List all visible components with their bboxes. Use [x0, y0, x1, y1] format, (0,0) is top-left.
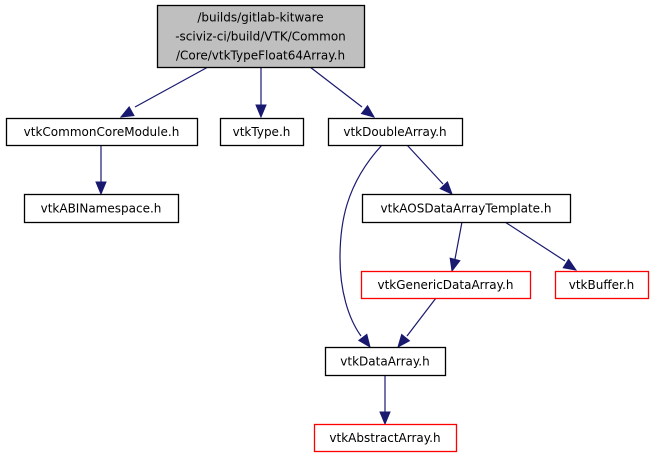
node-vtkAbstractArray[interactable]: vtkAbstractArray.h: [313, 423, 458, 453]
node-box: [360, 270, 532, 300]
node-label: -sciviz-ci/build/VTK/Common: [175, 30, 346, 44]
node-vtkCommonCoreModule[interactable]: vtkCommonCoreModule.h: [5, 117, 199, 147]
arrowhead-icon: [397, 333, 411, 349]
node-label: vtkAOSDataArrayTemplate.h: [381, 202, 552, 216]
node-label: vtkDataArray.h: [340, 355, 429, 369]
edge-vtkAOSDataArrayTemplate-to-vtkGenericDataArray: [449, 221, 463, 273]
node-label: vtkCommonCoreModule.h: [24, 125, 180, 139]
node-box: [5, 117, 199, 147]
arrowhead-icon: [449, 257, 461, 273]
node-label: vtkGenericDataArray.h: [378, 278, 514, 292]
edge-line: [454, 221, 463, 260]
node-box: [156, 4, 366, 69]
edge-line: [134, 66, 209, 108]
edge-root-to-vtkType: [255, 67, 267, 119]
node-vtkAOSDataArrayTemplate[interactable]: vtkAOSDataArrayTemplate.h: [361, 193, 572, 224]
arrowhead-icon: [360, 104, 376, 118]
node-label: vtkType.h: [233, 125, 291, 139]
arrowhead-icon: [255, 104, 267, 119]
node-box: [554, 270, 650, 300]
arrowhead-icon: [119, 105, 135, 118]
node-vtkType[interactable]: vtkType.h: [219, 117, 305, 147]
node-box: [324, 346, 447, 377]
node-root: /builds/gitlab-kitware -sciviz-ci/build/V…: [156, 4, 366, 69]
arrowhead-icon: [379, 411, 391, 426]
arrowhead-icon: [439, 180, 453, 195]
edge-vtkDoubleArray-to-vtkAOSDataArrayTemplate: [406, 144, 453, 195]
node-label: vtkBuffer.h: [569, 278, 635, 292]
node-box: [313, 423, 458, 453]
node-label: vtkDoubleArray.h: [343, 125, 446, 139]
node-label: /builds/gitlab-kitware: [197, 11, 323, 25]
node-label: /Core/vtkTypeFloat64Array.h: [176, 49, 345, 63]
edge-vtkAOSDataArrayTemplate-to-vtkBuffer: [504, 221, 578, 271]
edge-line: [406, 297, 437, 337]
edge-vtkGenericDataArray-to-vtkDataArray: [397, 297, 437, 349]
node-label: vtkAbstractArray.h: [329, 431, 440, 445]
node-box: [23, 193, 180, 224]
edge-vtkCommonCoreModule-to-vtkABINamespace: [95, 145, 107, 196]
edge-root-to-vtkDoubleArray: [309, 66, 376, 118]
arrowhead-icon: [357, 333, 371, 349]
node-vtkGenericDataArray[interactable]: vtkGenericDataArray.h: [360, 270, 532, 300]
nodes-layer: /builds/gitlab-kitware -sciviz-ci/build/V…: [5, 4, 650, 453]
edge-line: [309, 66, 363, 108]
node-label: vtkABINamespace.h: [41, 202, 162, 216]
node-vtkDoubleArray[interactable]: vtkDoubleArray.h: [327, 117, 464, 147]
node-vtkABINamespace[interactable]: vtkABINamespace.h: [23, 193, 180, 224]
edges-layer: [95, 66, 578, 426]
node-box: [327, 117, 464, 147]
edge-root-to-vtkCommonCoreModule: [119, 66, 209, 118]
node-vtkDataArray[interactable]: vtkDataArray.h: [324, 346, 447, 377]
node-box: [219, 117, 305, 147]
arrowhead-icon: [95, 181, 107, 196]
arrowhead-icon: [562, 258, 578, 271]
node-box: [361, 193, 572, 224]
edge-line: [406, 144, 444, 185]
edge-line: [504, 221, 566, 262]
edge-vtkDoubleArray-to-vtkDataArray: [339, 144, 383, 349]
node-vtkBuffer[interactable]: vtkBuffer.h: [554, 270, 650, 300]
edge-vtkDataArray-to-vtkAbstractArray: [379, 375, 391, 426]
edge-line: [339, 144, 383, 337]
